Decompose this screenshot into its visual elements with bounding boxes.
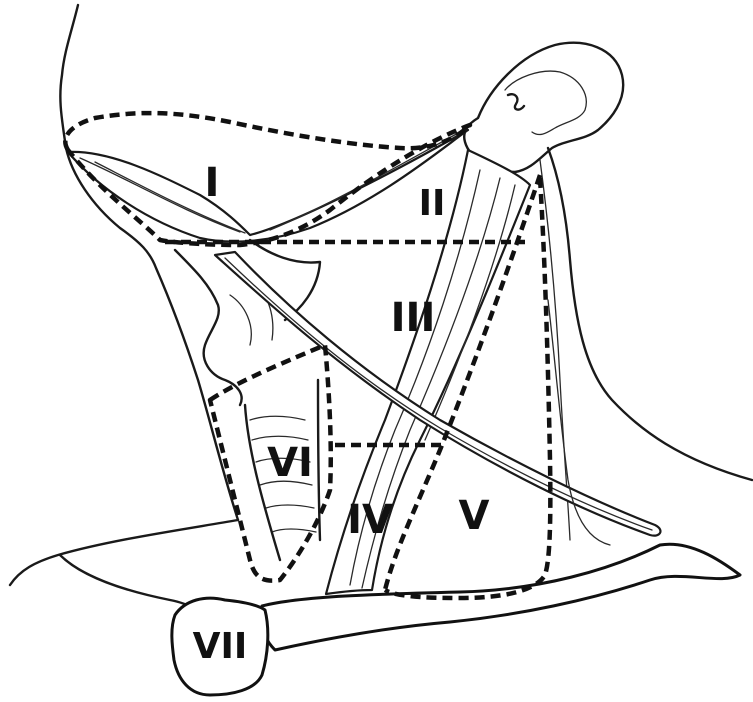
level-vi-label: VI <box>267 440 313 486</box>
chin-profile <box>60 5 238 520</box>
level-vii-label: VII <box>193 626 248 667</box>
trachea-ring-5 <box>266 505 314 508</box>
ear-tragus <box>508 94 524 109</box>
trachea-ring-1 <box>250 416 305 420</box>
larynx-trachea <box>175 240 320 560</box>
face-outline <box>10 5 238 622</box>
trachea-ring-6 <box>272 529 316 532</box>
trachea-right-wall <box>318 380 320 540</box>
left-shoulder-line <box>10 520 238 585</box>
ear-outer <box>464 43 623 172</box>
level-i-label: I <box>205 160 220 206</box>
level-ii-label: II <box>419 183 446 224</box>
digastric-muscle <box>68 130 468 242</box>
thyroid-cartilage <box>175 250 242 405</box>
level-v-label: V <box>459 493 490 539</box>
ear <box>464 43 623 172</box>
neck-back-line <box>548 148 752 480</box>
level-iv-label: IV <box>347 497 393 543</box>
level-iii-label: III <box>391 295 436 341</box>
